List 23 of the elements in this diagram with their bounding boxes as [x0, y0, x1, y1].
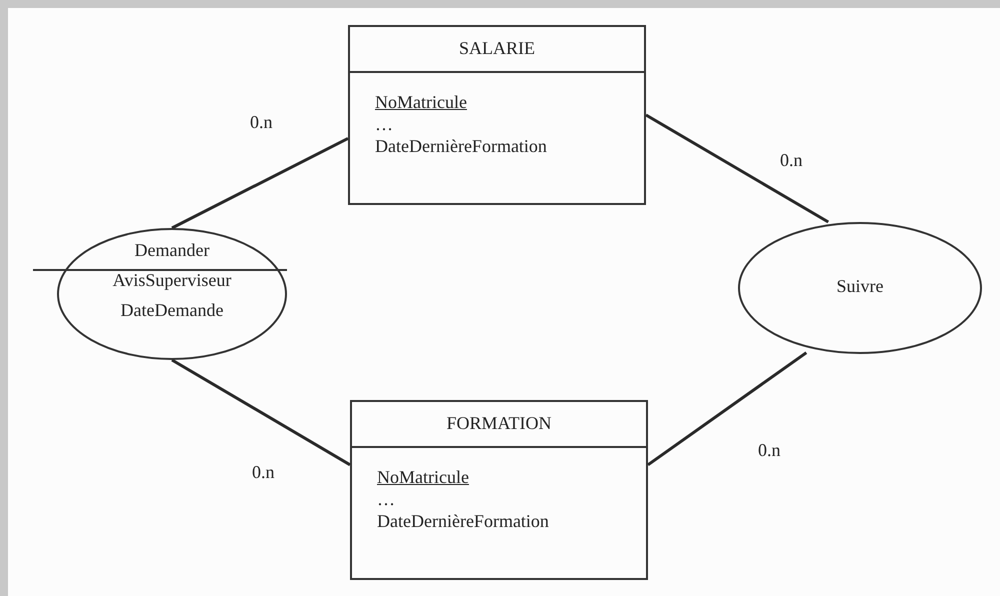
cardinality-label: 0.n	[252, 462, 274, 483]
attribute: …	[375, 113, 393, 135]
cardinality-label: 0.n	[780, 150, 802, 171]
attribute: DateDemande	[120, 300, 224, 320]
entity-box	[348, 25, 646, 205]
attribute: AvisSuperviseur	[112, 270, 232, 290]
connector-line	[171, 137, 349, 230]
entity-name: SALARIE	[458, 38, 536, 59]
relationship-ellipse	[738, 222, 982, 354]
attribute: DateDernièreFormation	[377, 510, 549, 532]
relationship-name: Demander	[134, 240, 210, 260]
attribute: …	[377, 488, 395, 510]
entity-name: FORMATION	[445, 413, 552, 434]
attribute: DateDernièreFormation	[375, 135, 547, 157]
identifier-attribute: NoMatricule	[375, 91, 467, 113]
relationship-name: Suivre	[836, 276, 884, 296]
cardinality-label: 0.n	[250, 112, 272, 133]
identifier-attribute: NoMatricule	[377, 466, 469, 488]
entity-box	[350, 400, 648, 580]
connector-line	[647, 351, 808, 466]
connector-line	[645, 114, 830, 224]
connector-line	[171, 358, 351, 466]
cardinality-label: 0.n	[758, 440, 780, 461]
